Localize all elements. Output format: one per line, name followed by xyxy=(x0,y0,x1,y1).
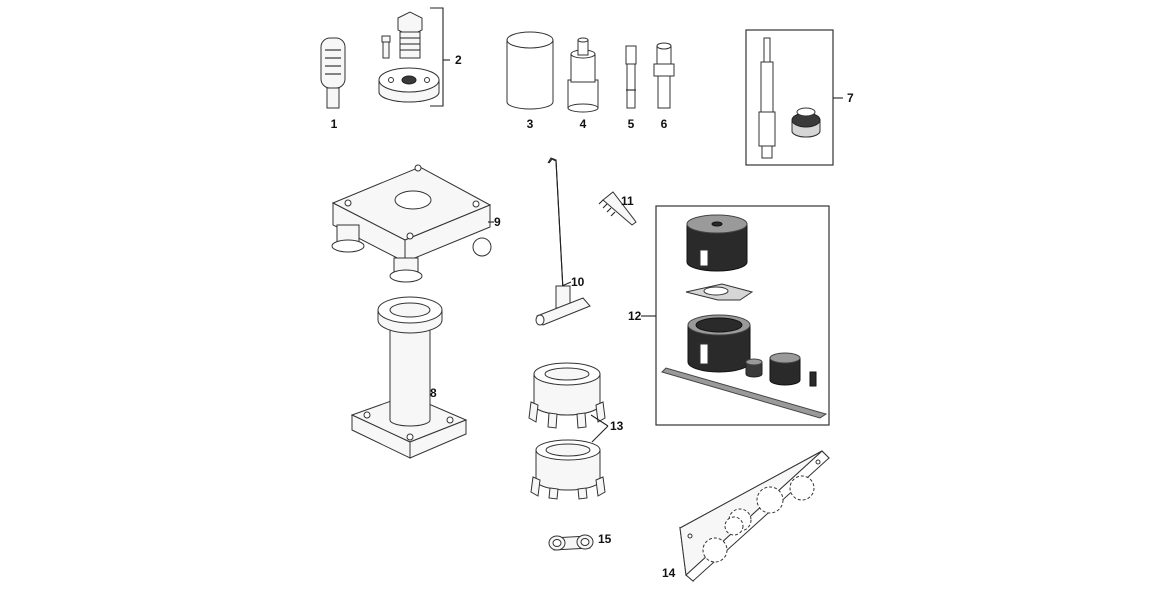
part-6-collared-pin xyxy=(653,42,675,109)
part-5-slim-pin xyxy=(625,45,637,109)
callout-8: 8 xyxy=(430,386,437,400)
part-4-stepped-adapter xyxy=(567,37,599,113)
part-10-t-handle-hook xyxy=(535,157,591,326)
callout-11: 11 xyxy=(621,194,634,208)
callout-2: 2 xyxy=(455,53,462,67)
callout-12: 12 xyxy=(628,309,642,323)
part-13-crown-pair xyxy=(528,362,606,500)
callout-3: 3 xyxy=(527,117,534,131)
part-9-fixture-plate xyxy=(331,164,492,283)
callout-4: 4 xyxy=(580,117,587,131)
callout-10: 10 xyxy=(571,275,585,289)
callout-1: 1 xyxy=(331,117,338,131)
part-14-gauge-plate xyxy=(679,450,830,583)
part-11-comb-gauge xyxy=(598,191,637,226)
bracket-2 xyxy=(430,7,444,107)
part-1-knurled-pin xyxy=(320,37,346,109)
callout-13: 13 xyxy=(610,419,624,433)
callout-14: 14 xyxy=(662,566,676,580)
callout-15: 15 xyxy=(598,532,612,546)
callout-7: 7 xyxy=(847,91,854,105)
part-7-shaft-and-cap xyxy=(758,37,821,159)
callout-5: 5 xyxy=(628,117,635,131)
part-8-column-stand xyxy=(350,296,468,459)
part-12-puller-kit xyxy=(661,214,828,419)
part-15-ring-wrench xyxy=(548,534,594,551)
part-2-bolt-flange-set xyxy=(378,11,440,103)
callout-9: 9 xyxy=(494,215,501,229)
callout-6: 6 xyxy=(661,117,668,131)
part-3-sleeve xyxy=(506,31,554,110)
